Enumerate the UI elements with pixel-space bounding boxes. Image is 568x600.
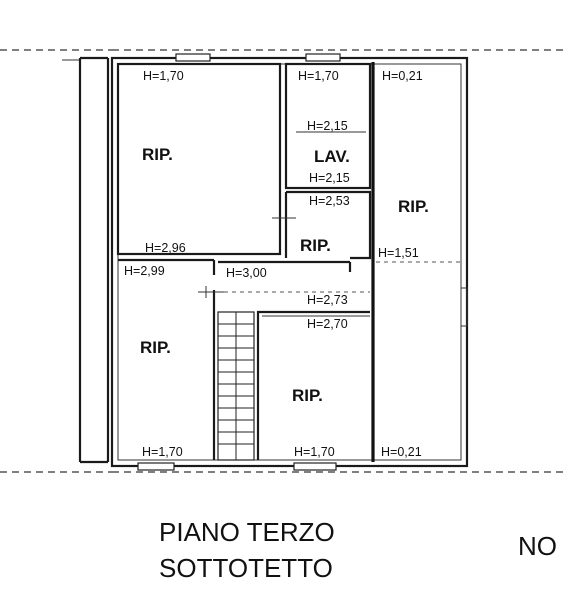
- windows: [137, 53, 341, 471]
- height-lav-floor: H=2,15: [309, 171, 350, 185]
- height-lav-lower: H=2,53: [309, 194, 350, 208]
- height-right-mid: H=1,51: [378, 246, 419, 260]
- room-label-rip-bottom-left: RIP.: [140, 338, 171, 357]
- interior-walls: [116, 62, 468, 462]
- room-label-rip-top-left: RIP.: [142, 145, 173, 164]
- height-corridor: H=3,00: [226, 266, 267, 280]
- room-label-rip-small: RIP.: [300, 236, 331, 255]
- staircase: [217, 311, 255, 461]
- partial-label: NO: [518, 531, 557, 561]
- room-label-lav: LAV.: [314, 147, 350, 166]
- height-bottom-left: H=1,70: [142, 445, 183, 459]
- plan-title-line1: PIANO TERZO: [159, 517, 335, 547]
- plan-title-line2: SOTTOTETTO: [159, 553, 333, 583]
- height-top-left: H=1,70: [143, 69, 184, 83]
- height-bottom-right: H=0,21: [381, 445, 422, 459]
- height-center-upper: H=2,73: [307, 293, 348, 307]
- room-label-rip-right: RIP.: [398, 197, 429, 216]
- room-label-rip-bottom-center: RIP.: [292, 386, 323, 405]
- height-left-mid: H=2,99: [124, 264, 165, 278]
- height-top-lav: H=1,70: [298, 69, 339, 83]
- roof-outline: [0, 49, 568, 473]
- height-lav-ceiling: H=2,15: [307, 119, 348, 133]
- height-bottom-center: H=1,70: [294, 445, 335, 459]
- height-top-right: H=0,21: [382, 69, 423, 83]
- height-top-left-bottom: H=2,96: [145, 241, 186, 255]
- height-center-lower: H=2,70: [307, 317, 348, 331]
